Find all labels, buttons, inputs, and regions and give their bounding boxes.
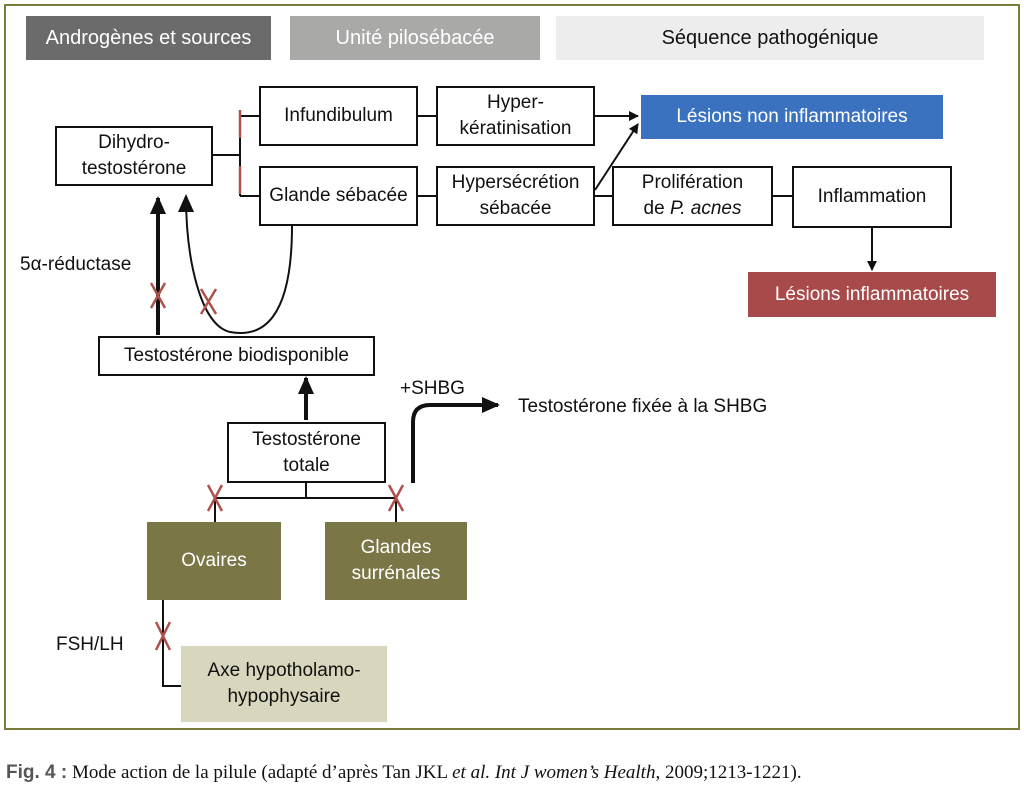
cross-reductase (149, 282, 167, 309)
proliferation-line2-italic: P. acnes (669, 198, 742, 219)
hypersecretion-line1: Hypersécrétion (451, 172, 580, 194)
legend-sequence-label: Séquence pathogénique (661, 26, 879, 49)
node-lesions-non-inflammatoires: Lésions non inflammatoires (641, 95, 943, 139)
caption-text-1: Mode action de la pilule (adapté d’après… (67, 762, 453, 783)
hyper-line2: kératinisation (459, 118, 572, 139)
node-proliferation: Prolifération de P. acnes (612, 166, 773, 226)
legend-androgenes-label: Androgènes et sources (45, 26, 252, 49)
legend-sequence: Séquence pathogénique (556, 16, 984, 60)
lesions-inflammatoires-label: Lésions inflammatoires (774, 283, 970, 305)
cross-glandes (387, 484, 405, 512)
label-fsh-lh: FSH/LH (56, 634, 124, 655)
cross-fsh-lh (154, 621, 172, 651)
hypersecretion-line2: sébacée (479, 198, 552, 219)
dht-line1: Dihydro- (98, 132, 170, 154)
testo-totale-line2: totale (283, 454, 330, 476)
proliferation-line2: de P. acnes (644, 196, 742, 222)
axe-line2: hypophysaire (227, 686, 341, 707)
hypersecretion-to-lesions-arrow (594, 123, 639, 191)
infundibulum-label: Infundibulum (284, 105, 393, 127)
node-lesions-inflammatoires: Lésions inflammatoires (748, 272, 996, 317)
node-infundibulum: Infundibulum (259, 86, 418, 146)
lesions-non-inflammatoires-label: Lésions non inflammatoires (676, 106, 908, 128)
node-testosterone-totale: Testostérone totale (227, 422, 386, 483)
label-5a-reductase: 5α-réductase (20, 254, 132, 275)
node-hyperkeratinisation: Hyper- kératinisation (436, 86, 595, 146)
figure-caption: Fig. 4 : Mode action de la pilule (adapt… (6, 762, 802, 784)
ovaires-label: Ovaires (181, 550, 247, 572)
legend-androgenes: Androgènes et sources (26, 16, 271, 60)
axe-line1: Axe hypotholamo- (207, 660, 361, 682)
glandes-line1: Glandes (360, 537, 432, 559)
cross-ovaires (206, 484, 224, 512)
node-ovaires: Ovaires (147, 522, 281, 600)
hyper-line1: Hyper- (486, 92, 544, 114)
testo-totale-line1: Testostérone (252, 428, 361, 450)
testo-bio-label: Testostérone biodisponible (124, 345, 349, 367)
node-dihydrotestosterone: Dihydro- testostérone (55, 126, 213, 186)
node-axe-hypothalamo-hypophysaire: Axe hypotholamo- hypophysaire (181, 646, 387, 722)
ovaires-to-axe-line (162, 600, 181, 687)
caption-italic: et al. Int J women’s Health (452, 762, 656, 783)
label-shbg-plus: +SHBG (400, 378, 465, 399)
glandes-line2: surrénales (351, 563, 441, 584)
caption-fig-number: Fig. 4 : (6, 762, 68, 783)
glande-feedback-curve (178, 194, 293, 334)
node-inflammation: Inflammation (792, 166, 952, 228)
dht-line2: testostérone (81, 158, 187, 179)
glandes-to-shbg-arrow (411, 397, 500, 483)
caption-text-2: , 2009;1213-1221). (655, 762, 802, 783)
label-testosterone-fixee: Testostérone fixée à la SHBG (518, 396, 768, 417)
node-testosterone-biodisponible: Testostérone biodisponible (98, 336, 375, 376)
cross-feedback (199, 288, 218, 315)
inflammation-label: Inflammation (817, 186, 927, 208)
node-glandes-surrenales: Glandes surrénales (325, 522, 467, 600)
node-glande-sebacee: Glande sébacée (259, 166, 418, 226)
proliferation-line2-prefix: de (643, 198, 670, 219)
node-hypersecretion-sebacee: Hypersécrétion sébacée (436, 166, 595, 226)
proliferation-line1: Prolifération (641, 172, 744, 194)
glande-sebacee-label: Glande sébacée (269, 185, 408, 207)
figure-frame (4, 4, 1020, 730)
legend-unite-label: Unité pilosébacée (335, 26, 495, 49)
legend-unite: Unité pilosébacée (290, 16, 540, 60)
